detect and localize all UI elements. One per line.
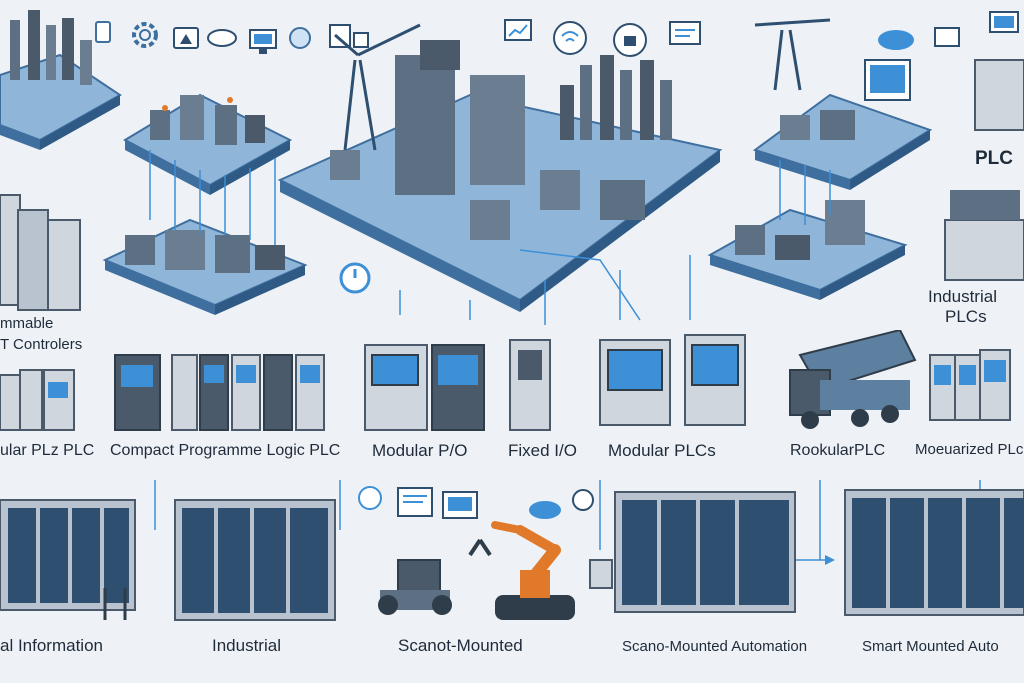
label-row2-item5: Modular PLCs xyxy=(608,441,716,460)
lock-icon xyxy=(613,23,647,57)
plc-heading: PLC xyxy=(975,148,1013,169)
device-group-5 xyxy=(599,334,746,426)
label-row3-item2: Industrial xyxy=(212,636,281,655)
power-icon xyxy=(339,262,371,294)
device-group-4 xyxy=(509,339,551,431)
monitor-icon xyxy=(397,487,433,517)
robot-arm-icon xyxy=(468,521,575,620)
cloud-icon xyxy=(289,27,311,49)
industrial-plcs-line1: Industrial xyxy=(928,287,997,306)
monitor-icon xyxy=(442,491,478,519)
cloud-icon xyxy=(207,29,237,47)
cabinet-bank-2 xyxy=(174,499,336,621)
monitor-icon xyxy=(249,29,277,54)
wifi-icon xyxy=(553,21,587,55)
cabinet-bank-3 xyxy=(614,491,796,613)
power-icon xyxy=(358,486,382,510)
platform-right-mid xyxy=(707,200,908,300)
label-row2-item2: Compact Programme Logic PLC xyxy=(110,442,341,459)
device-group-3 xyxy=(364,344,485,431)
monitor-icon xyxy=(989,11,1019,33)
gear-icon xyxy=(572,489,594,511)
arrow-icon xyxy=(825,555,835,565)
chart-icon xyxy=(504,19,532,41)
label-row2-item6: RookularPLC xyxy=(790,442,886,459)
crane-icon xyxy=(334,23,421,151)
cabinet-row xyxy=(0,470,1024,635)
platform-right-top xyxy=(752,59,933,190)
left-label-line2: T Controlers xyxy=(0,336,83,353)
label-row2-item7: Moeuarized PLc xyxy=(915,441,1024,458)
label-row3-item5: Smart Mounted Auto xyxy=(862,638,999,655)
document-icon xyxy=(669,21,701,45)
cabinet-bank-1 xyxy=(0,499,136,620)
lock-icon xyxy=(173,27,199,49)
device-group-2 xyxy=(114,354,325,431)
platform-left-top xyxy=(0,10,122,150)
industrial-plcs-line2: PLCs xyxy=(945,307,987,326)
connector-lines xyxy=(149,150,276,245)
plc-device-row xyxy=(0,330,1024,440)
label-row2-item4: Fixed I/O xyxy=(508,441,577,460)
cloud-icon xyxy=(878,30,914,50)
label-row3-item4: Scano-Mounted Automation xyxy=(622,638,808,655)
platform-left-mid xyxy=(122,93,293,195)
document-icon xyxy=(589,559,613,589)
document-icon xyxy=(95,21,111,43)
cabinet-group-right xyxy=(944,59,1024,281)
cabinet-group-left xyxy=(0,194,81,311)
gear-icon xyxy=(132,22,158,48)
cloud-icon xyxy=(529,501,561,519)
platform-central xyxy=(277,40,723,312)
crane-icon xyxy=(754,18,831,91)
cabinet-bank-4 xyxy=(844,489,1024,616)
truck-icon xyxy=(789,330,917,429)
monitor-icon xyxy=(934,27,960,47)
top-icon-strip xyxy=(0,0,1024,60)
left-label-line1: mmable xyxy=(0,315,54,332)
factory-platforms xyxy=(0,0,1024,330)
device-group-1 xyxy=(0,369,75,431)
platform-left-low xyxy=(102,218,308,315)
label-row3-item1: al Information xyxy=(0,636,103,655)
label-row2-item3: Modular P/O xyxy=(372,441,468,460)
building-icon xyxy=(329,24,369,48)
label-row3-item3: Scanot-Mounted xyxy=(398,636,523,655)
robot-cart xyxy=(378,559,452,615)
label-row2-item1: ular PLz PLC xyxy=(0,442,95,459)
device-group-7 xyxy=(929,349,1011,421)
